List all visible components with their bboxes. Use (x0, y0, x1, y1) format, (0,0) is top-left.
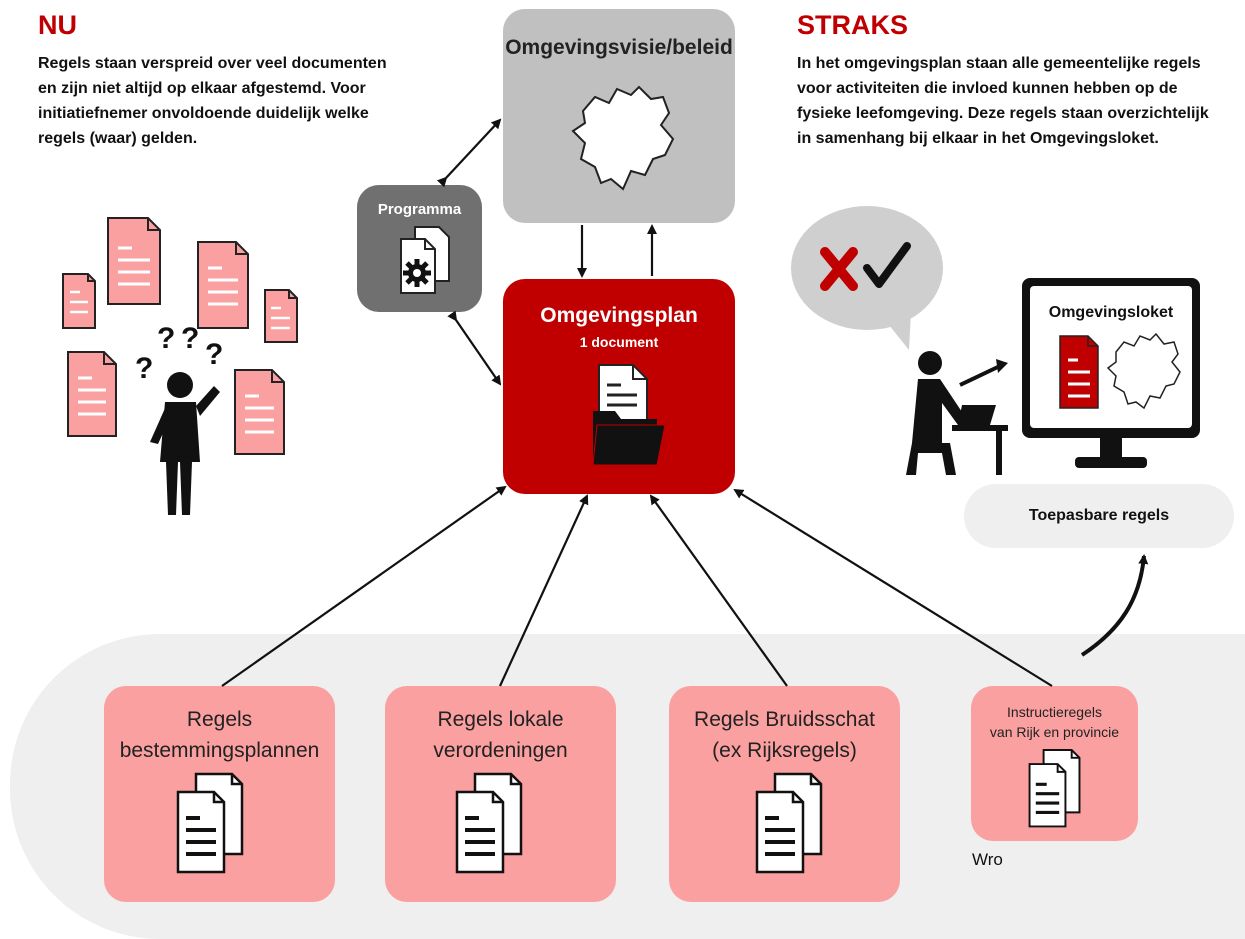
document-icon (62, 273, 96, 329)
source-label: Regels Bruidsschat (ex Rijksregels) (669, 704, 900, 766)
wro-label: Wro (972, 850, 1003, 869)
source-label-line: Regels lokale (437, 708, 564, 731)
question-mark: ? (205, 338, 224, 371)
document-icon (1059, 335, 1099, 409)
nu-text-line: Regels staan verspreid over veel documen… (38, 55, 387, 72)
omgevingsplan-box: Omgevingsplan 1 document (503, 279, 735, 494)
arrow-programma-plan (447, 310, 502, 386)
straks-text-line: in samenhang bij elkaar in het Omgevings… (797, 130, 1159, 147)
source-label-line: verordeningen (433, 739, 568, 762)
programma-label: Programma (377, 201, 462, 218)
document-icon (197, 241, 249, 329)
source-label-line: Instructieregels (1007, 704, 1102, 720)
source-label-line: van Rijk en provincie (989, 724, 1120, 740)
source-label-line: Regels (186, 708, 253, 731)
arrow-bruidsschat-to-plan (649, 494, 788, 687)
programma-box: Programma (357, 185, 482, 312)
municipality-map-icon (1106, 332, 1181, 410)
omgevingsvisie-label: Omgevingsvisie/beleid (505, 36, 733, 59)
speech-bubble (791, 206, 943, 350)
straks-text: In het omgevingsplan staan alle gemeente… (797, 51, 1237, 151)
arrow-programma-visie (436, 118, 502, 188)
stacked-documents-icon (1028, 749, 1081, 828)
monitor-base (1075, 457, 1147, 468)
scattered-documents-illustration (62, 217, 298, 515)
question-mark: ? (181, 322, 200, 355)
source-label-line: Regels Bruidsschat (694, 708, 875, 731)
nu-text-line: initiatiefnemer onvoldoende duidelijk we… (38, 105, 369, 122)
monitor-stand (1100, 438, 1122, 458)
source-label: Regels lokale verordeningen (385, 704, 616, 766)
document-icon (234, 369, 285, 455)
check-icon (863, 242, 911, 288)
arrow-bestemmingsplannen-to-plan (221, 485, 507, 687)
nu-text-line: en zijn niet altijd op elkaar afgestemd.… (38, 80, 366, 97)
toepasbare-regels-label: Toepasbare regels (1028, 507, 1170, 524)
straks-text-line: fysieke leefomgeving. Deze regels staan … (797, 105, 1209, 122)
straks-heading: STRAKS (797, 10, 909, 40)
question-mark: ? (157, 322, 176, 355)
nu-text: Regels staan verspreid over veel documen… (38, 51, 418, 151)
nu-heading: NU (38, 10, 77, 40)
document-icon (264, 289, 298, 343)
document-icon (107, 217, 161, 305)
omgevingsplan-title: Omgevingsplan (540, 304, 698, 327)
source-label-line: (ex Rijksregels) (712, 739, 857, 762)
stacked-documents-icon (455, 772, 523, 874)
stacked-documents-icon (755, 772, 823, 874)
source-label: Instructieregels van Rijk en provincie (971, 702, 1138, 742)
municipality-map-icon (571, 85, 675, 191)
nu-text-line: regels (waar) gelden. (38, 130, 198, 147)
straks-text-line: voor activiteiten die invloed kunnen heb… (797, 80, 1178, 97)
document-icon (67, 351, 117, 437)
omgevingsplan-subtitle: 1 document (579, 334, 659, 350)
confused-person-icon (150, 372, 220, 515)
stacked-documents-icon (176, 772, 244, 874)
program-document-gear-icon (400, 226, 450, 294)
source-label: Regels bestemmingsplannen (104, 704, 335, 766)
arrow-to-toepasbare (1080, 554, 1149, 657)
arrow-instructieregels-to-plan (733, 488, 1053, 687)
arrow-verordeningen-to-plan (498, 494, 589, 687)
toepasbare-regels-pill: Toepasbare regels (964, 484, 1234, 548)
document-folder-icon (592, 364, 666, 466)
monitor-content-icons (1059, 332, 1181, 410)
omgevingsvisie-box: Omgevingsvisie/beleid (503, 9, 735, 223)
question-mark: ? (135, 352, 154, 385)
person-at-computer-icon (906, 351, 1008, 475)
source-label-line: bestemmingsplannen (119, 739, 320, 762)
omgevingsloket-title: Omgevingsloket (1048, 304, 1174, 321)
cross-icon (820, 247, 858, 291)
straks-text-line: In het omgevingsplan staan alle gemeente… (797, 55, 1201, 72)
